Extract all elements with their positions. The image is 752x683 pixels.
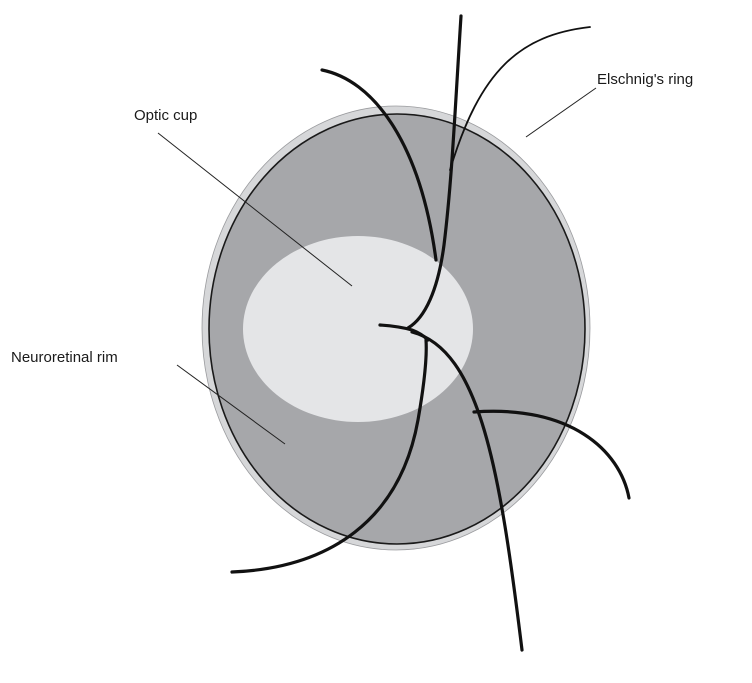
elschnigs-ring-leader (526, 88, 596, 137)
optic-cup-shape (243, 236, 473, 422)
neuroretinal-rim-label: Neuroretinal rim (11, 350, 118, 365)
elschnigs-ring-label: Elschnig's ring (597, 72, 693, 87)
optic-cup-label: Optic cup (134, 108, 197, 123)
